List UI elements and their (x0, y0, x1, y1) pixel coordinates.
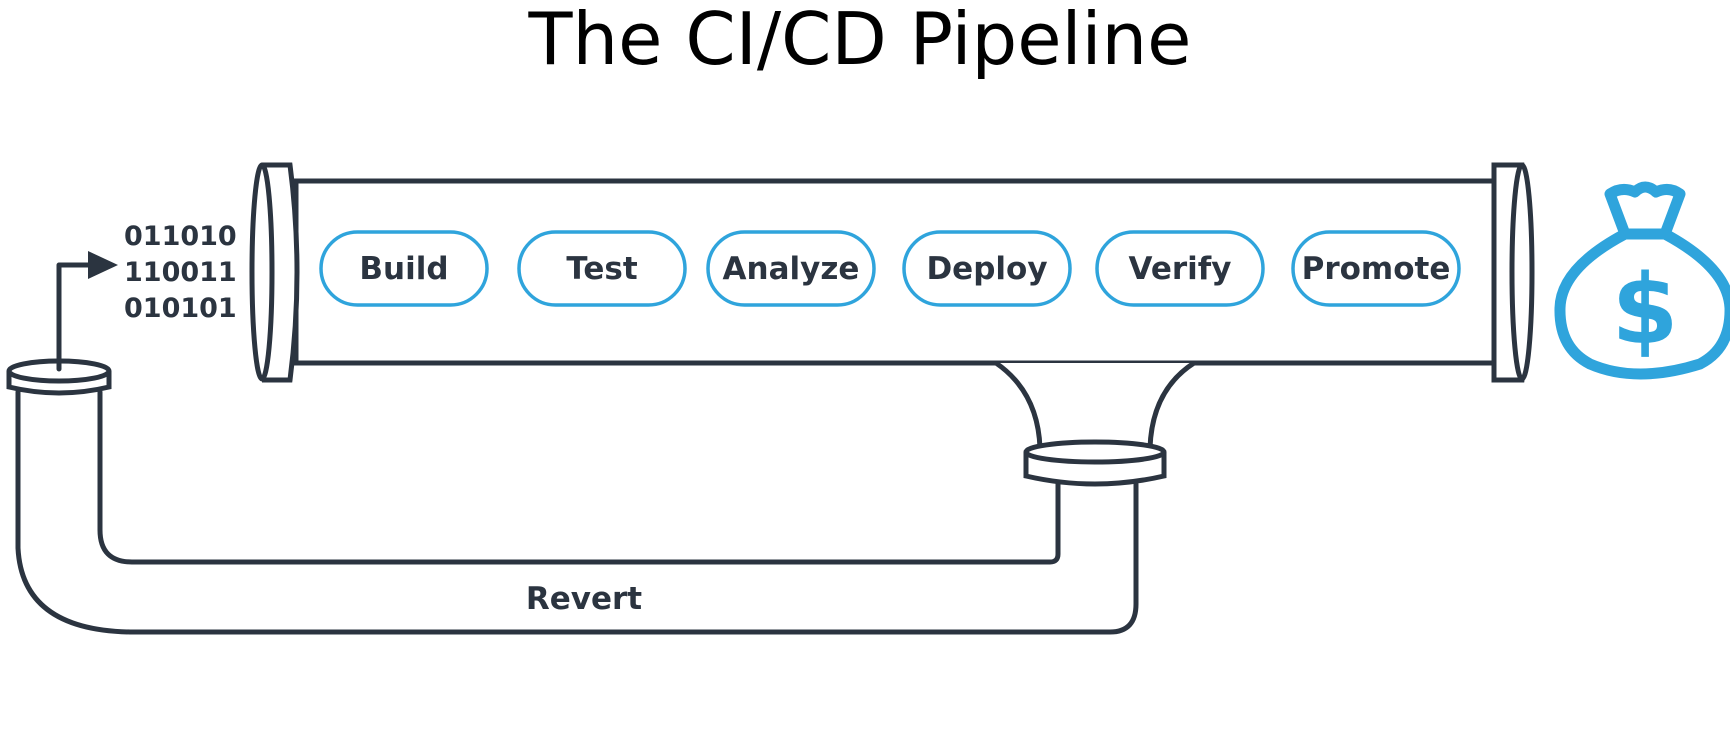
money-bag-icon (1554, 181, 1730, 380)
revert-pipe (15, 389, 1139, 635)
revert-pipe-inner-wall (97, 389, 1061, 565)
page-title: The CI/CD Pipeline (528, 0, 1192, 81)
outlet-junction-walls (993, 360, 1197, 451)
outlet-flange (1023, 439, 1167, 487)
stage-label: Analyze (723, 251, 860, 287)
binary-line: 011010 (124, 221, 237, 252)
stage-pill (319, 230, 489, 307)
binary-line: 010101 (124, 293, 237, 324)
stage-pill (1095, 230, 1265, 307)
stage-build: Build (319, 230, 489, 307)
stage-verify: Verify (1095, 230, 1265, 307)
main-pipe-right-flange (1491, 162, 1535, 383)
stage-analyze: Analyze (706, 230, 876, 307)
stage-pill (517, 230, 687, 307)
stage-label: Verify (1129, 251, 1232, 287)
stage-pill (1291, 230, 1461, 307)
dollar-sign: $ (1612, 254, 1679, 366)
input-pipe-flange (6, 358, 112, 396)
arrow-right-icon (56, 251, 118, 372)
revert-label: Revert (526, 581, 642, 617)
stage-pill (902, 230, 1072, 307)
pipeline-stages: Build Test Analyze Deploy Verify Promote (319, 230, 1461, 307)
money-bag-body (1554, 228, 1730, 380)
outlet-junction (996, 363, 1194, 448)
main-pipe-left-flange (249, 162, 300, 383)
stage-test: Test (517, 230, 687, 307)
money-bag-top (1604, 181, 1686, 240)
binary-code: 011010 110011 010101 (124, 221, 237, 324)
stage-deploy: Deploy (902, 230, 1072, 307)
outlet-opening (1023, 439, 1167, 465)
revert-pipe-outer-wall (15, 389, 1139, 635)
stage-label: Build (359, 251, 448, 287)
stage-label: Deploy (926, 251, 1047, 287)
stage-pill (706, 230, 876, 307)
stage-label: Promote (1302, 251, 1451, 287)
stage-label: Test (566, 251, 638, 287)
binary-line: 110011 (124, 257, 237, 288)
stage-promote: Promote (1291, 230, 1461, 307)
